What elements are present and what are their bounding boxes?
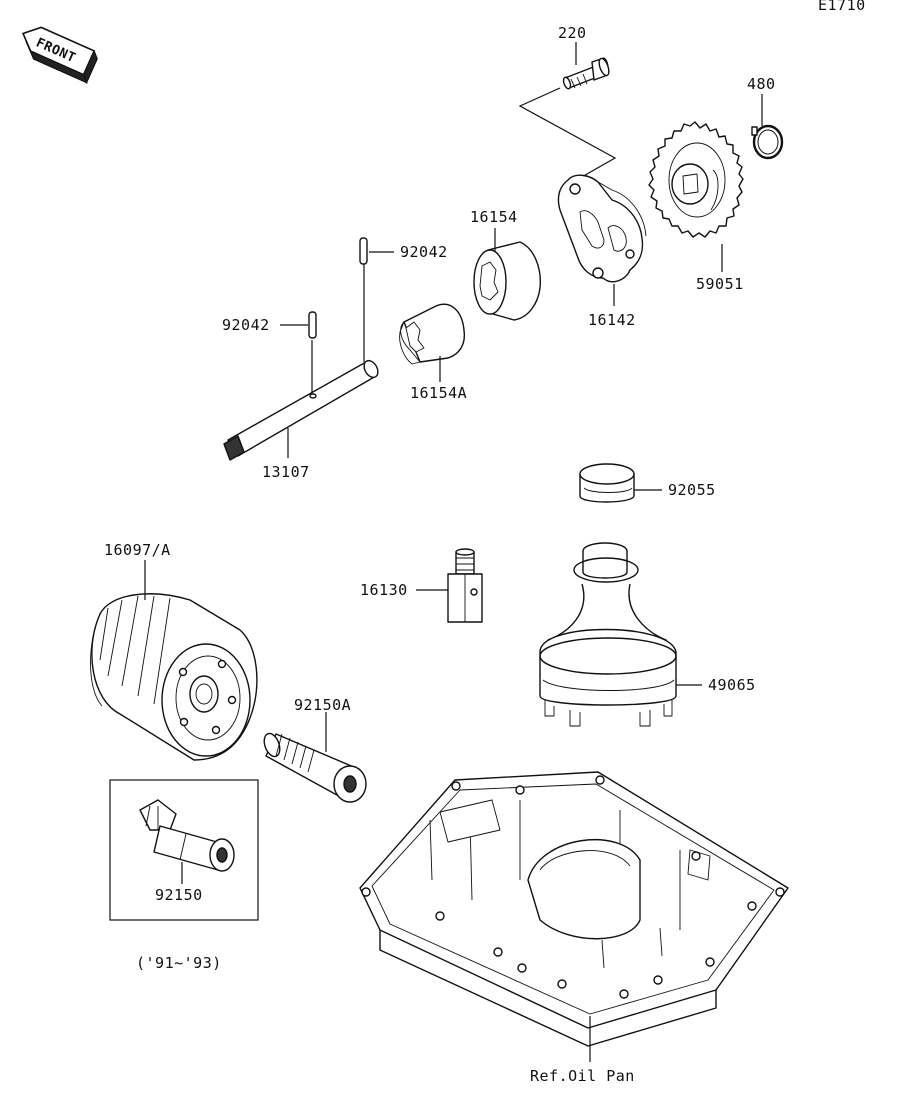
inner-rotor-16154A	[399, 303, 466, 365]
label-49065: 49065	[708, 676, 756, 694]
oil-pan	[359, 771, 789, 1047]
label-92042-top: 92042	[400, 243, 448, 261]
label-59051: 59051	[696, 275, 744, 293]
pin-92042-top	[359, 237, 368, 265]
label-92055: 92055	[668, 481, 716, 499]
label-92042-left: 92042	[222, 316, 270, 334]
outer-rotor-16154	[473, 241, 541, 321]
label-92150: 92150	[155, 886, 203, 904]
label-16154: 16154	[470, 208, 518, 226]
nipple-16130	[447, 548, 483, 623]
bolt-220	[562, 57, 610, 90]
label-16097: 16097/A	[104, 541, 171, 559]
strainer-49065	[539, 542, 677, 727]
label-480: 480	[747, 75, 776, 93]
label-16142: 16142	[588, 311, 636, 329]
leader-220-pump	[518, 87, 617, 179]
label-13107: 13107	[262, 463, 310, 481]
shaft-13107	[223, 359, 379, 461]
pin-92042-left	[308, 311, 317, 339]
cap-92055	[579, 463, 635, 503]
label-92150A: 92150A	[294, 696, 351, 714]
pump-cover-16142	[557, 174, 647, 283]
variant-box	[109, 779, 259, 921]
diagram-code: E1710	[818, 0, 866, 14]
label-220: 220	[558, 24, 587, 42]
label-16154A: 16154A	[410, 384, 467, 402]
relief-valve-92150	[139, 799, 235, 872]
relief-valve-92150A	[263, 732, 367, 803]
label-oil-pan: Ref.Oil Pan	[530, 1067, 635, 1085]
oil-filter-16097	[90, 593, 258, 761]
front-arrow-icon: FRONT	[22, 26, 98, 85]
label-year-range: ('91~'93)	[136, 954, 222, 972]
label-16130: 16130	[360, 581, 408, 599]
sprocket-59051	[648, 121, 744, 238]
circlip-480	[751, 124, 784, 160]
